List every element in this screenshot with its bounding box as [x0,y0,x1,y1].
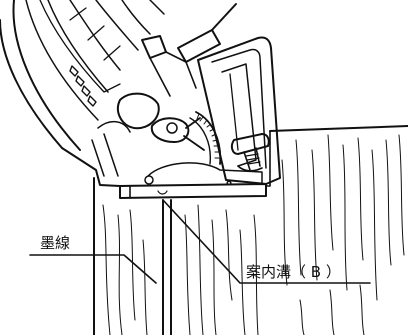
blade-guard [197,36,281,185]
bevel-lever[interactable] [150,117,205,151]
handle-assembly [91,3,237,177]
motor-housing [0,0,165,187]
vent-slots [69,65,97,107]
depth-adjust-knob[interactable] [230,133,270,172]
base-screw [144,175,154,185]
ink-line-leader [29,254,157,284]
ink-line-label: 墨線 [40,234,70,252]
guide-groove-label: 案内溝（ B ） [246,263,341,281]
workpiece-board [93,125,408,335]
saw-base-plate [119,162,267,199]
wood-grain [102,134,405,335]
guide-groove-leader [162,199,371,284]
